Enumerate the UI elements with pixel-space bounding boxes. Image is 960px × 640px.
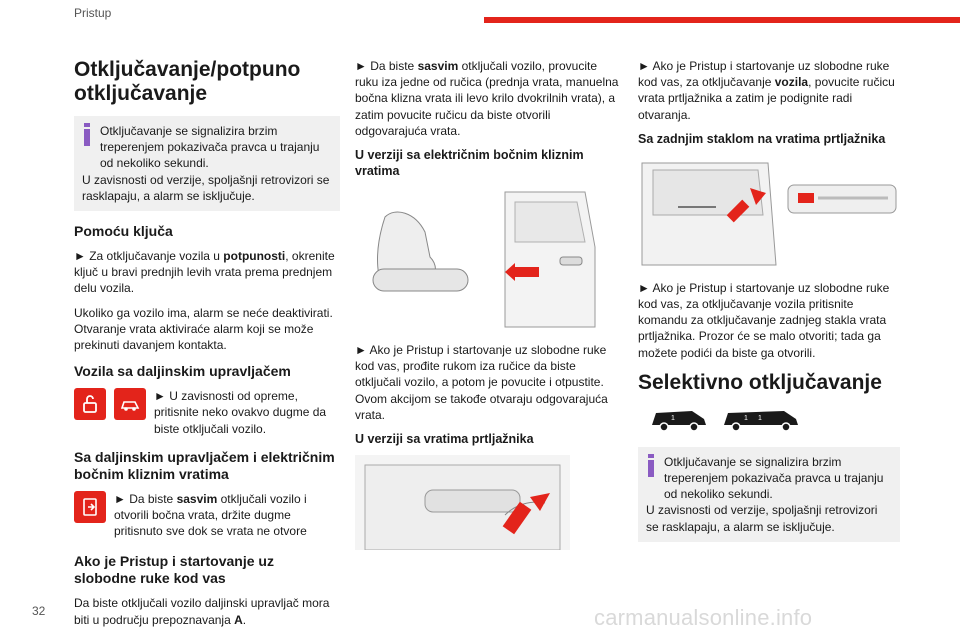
info-text-2: U zavisnosti od verzije, spoljašnji retr… — [82, 172, 330, 203]
info-box: Otključavanje se signalizira brzim trepe… — [74, 116, 340, 212]
remote-heading: Vozila sa daljinskim upravljačem — [74, 363, 291, 380]
svg-text:1: 1 — [744, 415, 748, 422]
page-number: 32 — [32, 604, 46, 618]
sliding-door-icon — [74, 490, 106, 523]
unlock-car-icon — [114, 388, 146, 421]
key-paragraph-1: ► Za otključavanje vozila u potpunosti, … — [74, 249, 335, 296]
info-box-2: Otključavanje se signalizira brzim trepe… — [638, 446, 900, 542]
rear-glass-text: ► Ako je Pristup i startovanje uz slobod… — [638, 280, 890, 360]
info-icon — [648, 453, 654, 478]
remote-text: ► U zavisnosti od opreme, pritisnite nek… — [154, 389, 327, 436]
door-handle-illustration — [355, 187, 617, 333]
watermark: carmanualsonline.info — [594, 605, 813, 630]
info-text-2: U zavisnosti od verzije, spoljašnji retr… — [646, 503, 878, 534]
vehicle-icons: 1 1 1 — [648, 407, 900, 433]
column-1: Otključavanje/potpuno otključavanje Otkl… — [74, 52, 340, 636]
svg-text:1: 1 — [671, 415, 675, 422]
sliding-text: ► Da biste sasvim otključali vozilo i ot… — [114, 491, 307, 539]
key-paragraph-3: Otvaranje vrata aktiviraće alarm koji se… — [74, 321, 314, 353]
info-icon — [84, 123, 90, 147]
section-header: Pristup — [74, 6, 112, 20]
header-accent-bar — [484, 17, 960, 23]
info-text-1: Otključavanje se signalizira brzim trepe… — [100, 124, 320, 171]
electric-text: ► Ako je Pristup i startovanje uz slobod… — [355, 343, 608, 422]
handle-text: ► Da biste sasvim otključali vozilo, pro… — [355, 59, 619, 138]
van-short-icon: 1 — [652, 410, 706, 432]
electric-heading: U verziji sa električnim bočnim kliznim … — [355, 148, 584, 179]
tailgate-text: ► Ako je Pristup i startovanje uz slobod… — [638, 59, 895, 122]
remote-row: ► U zavisnosti od opreme, pritisnite nek… — [74, 388, 340, 437]
column-2: ► Da biste sasvim otključali vozilo, pro… — [355, 58, 620, 551]
key-heading: Pomoću ključa — [74, 223, 173, 240]
tailgate-illustration — [355, 455, 570, 551]
rear-glass-heading: Sa zadnjim staklom na vratima prtljažnik… — [638, 131, 886, 146]
key-paragraph-2: Ukoliko ga vozilo ima, alarm se neće dea… — [74, 305, 333, 320]
sliding-row: ► Da biste sasvim otključali vozilo i ot… — [74, 490, 340, 540]
info-text-1: Otključavanje se signalizira brzim trepe… — [664, 454, 884, 502]
handsfree-heading: Ako je Pristup i startovanje uz slobodne… — [74, 553, 274, 587]
selective-heading: Selektivno otključavanje — [638, 370, 882, 394]
handsfree-text: Da biste otključali vozilo daljinski upr… — [74, 596, 330, 627]
rear-glass-illustration — [638, 154, 900, 270]
svg-text:1: 1 — [758, 415, 762, 422]
tailgate-heading: U verziji sa vratima prtljažnika — [355, 432, 534, 447]
van-long-icon: 1 1 — [724, 410, 798, 432]
page-title: Otključavanje/potpuno otključavanje — [74, 58, 301, 105]
sliding-heading: Sa daljinskim upravljačem i električnim … — [74, 448, 335, 482]
unlock-padlock-icon — [74, 388, 106, 421]
column-3: ► Ako je Pristup i startovanje uz slobod… — [638, 58, 900, 554]
